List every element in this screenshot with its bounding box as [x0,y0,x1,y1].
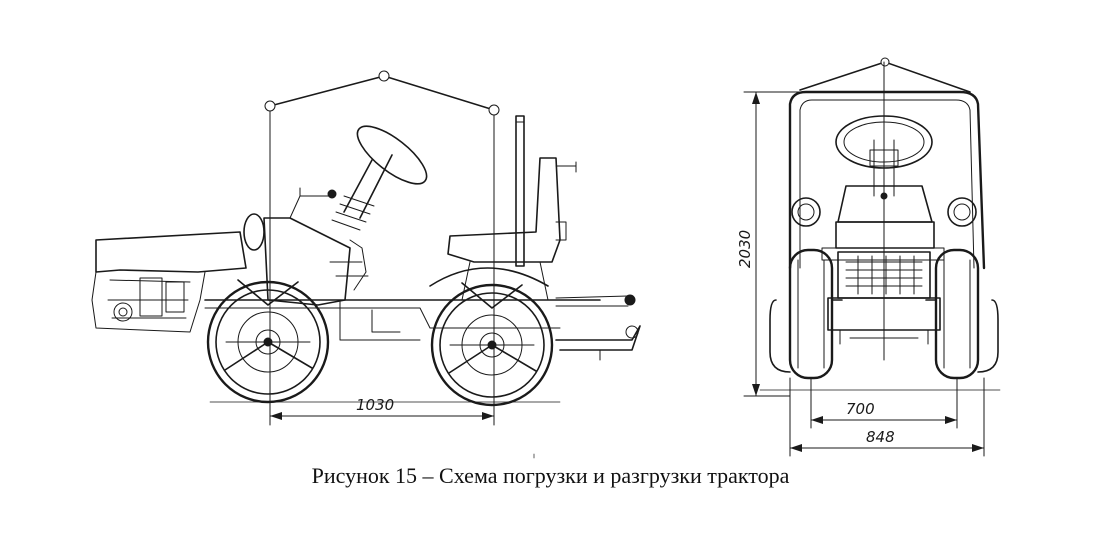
height-label: 2030 [736,230,754,268]
front-left-wheel [769,248,843,380]
front-rops-frame [788,61,986,361]
front-headlamps [791,197,977,227]
tractor-front-view: 2030 700 848 [736,57,1001,457]
wheelbase-label: 1030 [356,396,394,414]
side-hood [91,231,247,333]
side-engine-block [263,187,369,306]
side-seat [447,157,577,301]
figure-caption: Рисунок 15 – Схема погрузки и разгрузки … [311,463,790,488]
side-lifting-sling [264,70,500,426]
side-rear-fender [429,267,549,287]
side-headlamp [243,213,265,251]
front-axle [827,297,941,345]
side-wheelbase-dimension: 1030 [269,396,495,420]
side-rops-post [515,115,525,267]
front-right-wheel [925,248,999,380]
side-frame [204,299,601,341]
side-steering [331,125,428,231]
front-track-dimension: 700 [810,377,958,429]
front-lifting-sling [799,57,971,93]
tractor-side-view: 1030 [91,70,641,426]
track-label: 700 [846,400,875,418]
side-rear-hitch [555,294,641,361]
front-height-dimension: 2030 [736,91,801,397]
side-rear-wheel [430,282,554,407]
front-width-dimension: 848 [789,377,985,457]
width-label: 848 [866,428,895,446]
